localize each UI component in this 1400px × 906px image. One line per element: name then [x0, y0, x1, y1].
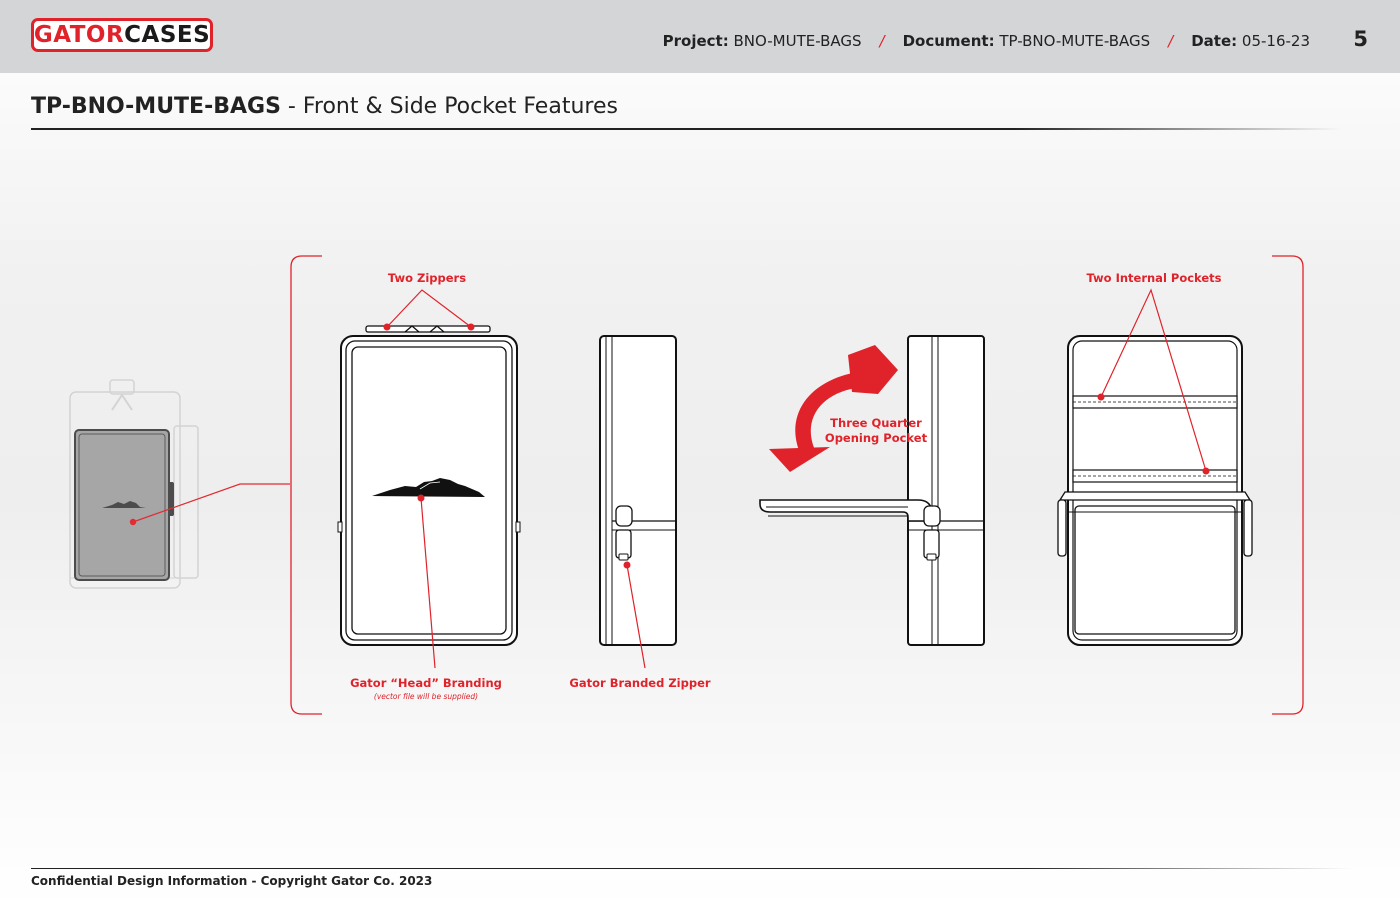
document-meta: Project: BNO-MUTE-BAGS / Document: TP-BNO-…	[663, 32, 1310, 50]
side-view-bag	[599, 335, 677, 646]
date-value: 05-16-23	[1241, 32, 1310, 50]
meta-separator: /	[1168, 32, 1174, 50]
reference-bag-thumbnail	[69, 379, 290, 589]
open-pocket-view-bag	[759, 335, 985, 646]
front-view-bag	[337, 325, 521, 646]
label-two-zippers: Two Zippers	[388, 271, 466, 285]
document-value: TP-BNO-MUTE-BAGS	[999, 32, 1151, 50]
logo-part-1: GATOR	[33, 21, 125, 48]
page-number: 5	[1353, 27, 1368, 51]
label-two-internal-pockets: Two Internal Pockets	[1086, 271, 1221, 285]
label-three-quarter-line-1: Three Quarter	[830, 416, 922, 430]
label-vector-note: (vector file will be supplied)	[374, 692, 478, 701]
document-label: Document:	[902, 32, 995, 50]
footer-divider	[31, 868, 1351, 869]
title-subtitle: - Front & Side Pocket Features	[280, 94, 618, 119]
page-title: TP-BNO-MUTE-BAGS - Front & Side Pocket F…	[31, 94, 618, 119]
callout-bracket	[290, 255, 1304, 715]
project-value: BNO-MUTE-BAGS	[733, 32, 862, 50]
project-label: Project:	[662, 32, 729, 50]
logo-part-2: CASES	[124, 21, 211, 48]
label-gator-head-branding: Gator “Head” Branding	[350, 676, 502, 690]
meta-separator: /	[879, 32, 885, 50]
label-gator-branded-zipper: Gator Branded Zipper	[569, 676, 710, 690]
opening-arrow-icon	[769, 345, 898, 472]
title-code: TP-BNO-MUTE-BAGS	[31, 94, 281, 119]
footer-copyright: Confidential Design Information - Copyri…	[31, 874, 433, 888]
date-label: Date:	[1191, 32, 1238, 50]
callout-dots	[383, 323, 1210, 569]
label-three-quarter-line-2: Opening Pocket	[825, 431, 928, 445]
interior-view-bag	[1057, 335, 1253, 646]
gator-head-logo	[372, 478, 485, 497]
callout-lines	[386, 288, 1207, 669]
title-divider	[31, 128, 1341, 130]
